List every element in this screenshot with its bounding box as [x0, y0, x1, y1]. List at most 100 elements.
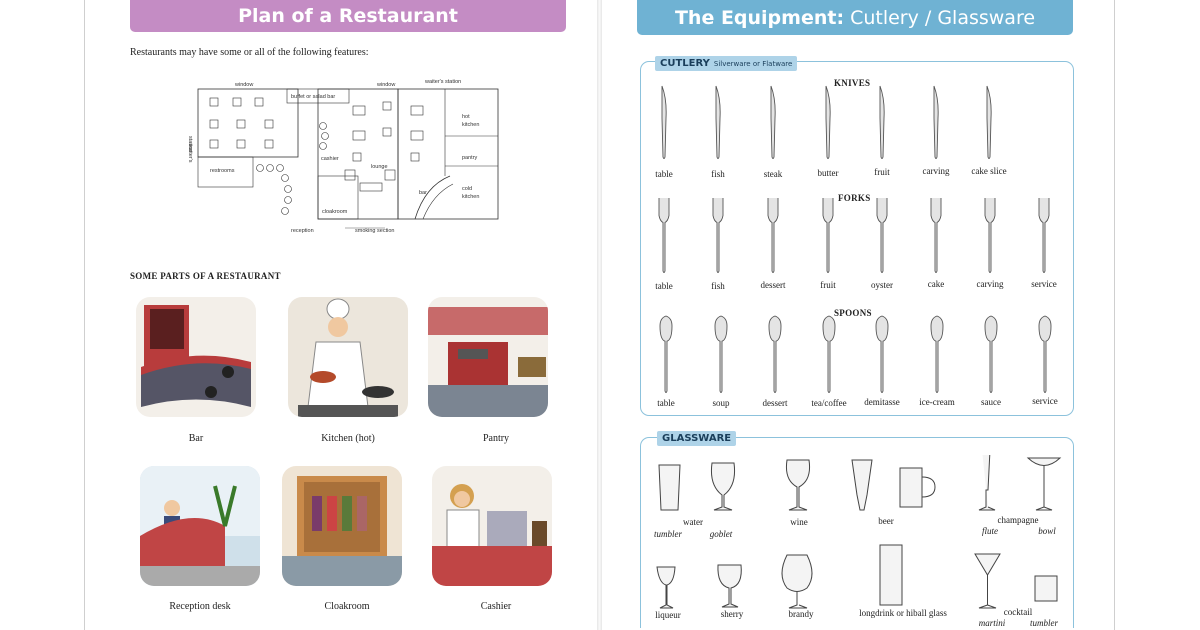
fork-oyster-icon [876, 198, 888, 273]
caption-kitchen: Kitchen (hot) [321, 433, 375, 444]
goblet-glass [711, 462, 735, 511]
glassware-panel [640, 437, 1074, 628]
spoon-sauce-icon [984, 315, 998, 393]
martini-glass [974, 553, 1001, 576]
water-tumbler-glass [658, 464, 681, 511]
glass-label-flute: flute [982, 526, 998, 536]
caption-bar: Bar [188, 433, 204, 444]
reception-illustration [140, 466, 260, 586]
fork-label: service [1031, 279, 1057, 289]
page-title-left: Plan of a Restaurant [238, 5, 458, 27]
spoon-label: soup [712, 398, 730, 408]
liqueur-glass [656, 566, 676, 609]
cocktail-tumbler-glass [1034, 575, 1058, 602]
forks-title: FORKS [838, 193, 871, 203]
fork-label: carving [976, 279, 1004, 289]
wine-glass [786, 459, 810, 511]
plan-label-cold-kitchen: cold [462, 186, 472, 192]
plan-label-window: window [234, 82, 253, 88]
right-page [602, 0, 1115, 630]
fork-label: fish [711, 281, 725, 291]
spoon-label: table [657, 398, 675, 408]
knife-steak-icon [770, 85, 776, 159]
plan-label-window: window [376, 82, 395, 88]
fork-label: table [655, 281, 673, 291]
bar-illustration [136, 297, 256, 417]
fork-cake-icon [930, 198, 942, 273]
glass-label-longdrink: longdrink or hiball glass [859, 608, 947, 618]
knives-title: KNIVES [834, 78, 871, 88]
knife-label: cake slice [971, 166, 1007, 176]
spoon-label: service [1032, 396, 1058, 406]
plan-label-restrooms: restrooms [210, 168, 235, 174]
fork-service-icon [1038, 198, 1050, 273]
brandy-glass [781, 554, 813, 592]
fork-fish-icon [712, 198, 724, 273]
cloakroom-illustration [282, 466, 402, 586]
plan-label-buffet: buffet or salad bar [291, 94, 335, 100]
plan-label-waiters-station-side: waiter's [187, 143, 193, 163]
restaurant-floor-plan: window window waiter's station buffet or… [187, 79, 499, 234]
glass-label-water: water [683, 517, 703, 527]
champagne-bowl-glass [1026, 457, 1062, 466]
knife-carving-icon [933, 85, 939, 159]
plan-label-waiters-station: waiter's station [424, 79, 461, 85]
plan-label-cashier: cashier [321, 156, 339, 162]
sherry-glass [717, 564, 742, 608]
page-title-right-bold: The Equipment: [674, 6, 845, 29]
spoon-soup-icon [714, 315, 728, 393]
knife-label: steak [763, 169, 783, 179]
glass-label-beer: beer [878, 516, 894, 526]
caption-pantry: Pantry [482, 433, 510, 444]
section-heading: SOME PARTS OF A RESTAURANT [130, 271, 281, 281]
glass-label-goblet: goblet [709, 529, 733, 539]
fork-label: cake [927, 279, 945, 289]
spoon-label: dessert [762, 398, 788, 408]
spoon-table-icon [659, 315, 673, 393]
intro-text: Restaurants may have some or all of the … [130, 47, 369, 58]
spoon-dessert-icon [768, 315, 782, 393]
knife-label: carving [922, 166, 950, 176]
cutlery-tag-subtitle: Silverware or Flatware [713, 60, 793, 68]
spoon-label: tea/coffee [811, 398, 847, 408]
caption-reception: Reception desk [169, 601, 231, 612]
cutlery-tag-label: CUTLERY [660, 58, 710, 69]
glass-label-tumbler: tumbler [654, 529, 682, 539]
plan-label-cloakroom: cloakroom [322, 209, 348, 215]
longdrink-glass [879, 544, 903, 606]
fork-dessert-icon [767, 198, 779, 273]
knife-label: fish [711, 169, 725, 179]
fork-label: fruit [820, 280, 836, 290]
glassware-drawings [656, 455, 1062, 609]
glass-label-bowl: bowl [1038, 526, 1056, 536]
spoon-demitasse-icon [875, 315, 889, 393]
glass-label-liqueur: liqueur [655, 610, 681, 620]
plan-label-cold-kitchen: kitchen [462, 194, 479, 200]
cashier-illustration [432, 466, 552, 586]
glass-label-wine: wine [790, 517, 808, 527]
glassware-tag: GLASSWARE [657, 431, 737, 446]
equipment-title-banner: The Equipment: Cutlery / Glassware [637, 0, 1073, 35]
spoon-label: sauce [981, 397, 1001, 407]
kitchen-illustration [288, 297, 408, 417]
caption-cloakroom: Cloakroom [324, 601, 370, 612]
fork-fruit-icon [822, 198, 834, 273]
glass-label-champagne: champagne [997, 515, 1039, 525]
plan-title-banner: Plan of a Restaurant [130, 0, 566, 32]
knife-label: table [655, 169, 673, 179]
plan-label-reception: reception [291, 228, 314, 234]
knife-fruit-icon [879, 85, 885, 159]
glass-label-martini: martini [978, 618, 1006, 628]
glass-label-tumbler: tumbler [1030, 618, 1058, 628]
spoon-label: ice-cream [919, 397, 955, 407]
spoon-ice-cream-icon [930, 315, 944, 393]
knife-cake-slice-icon [986, 85, 992, 159]
fork-label: oyster [871, 280, 893, 290]
fork-table-icon [658, 198, 670, 273]
champagne-flute-glass [978, 455, 996, 511]
knife-butter-icon [825, 85, 831, 159]
plan-label-pantry: pantry [462, 155, 478, 161]
beer-glass [851, 459, 873, 511]
knife-table-icon [661, 85, 667, 159]
